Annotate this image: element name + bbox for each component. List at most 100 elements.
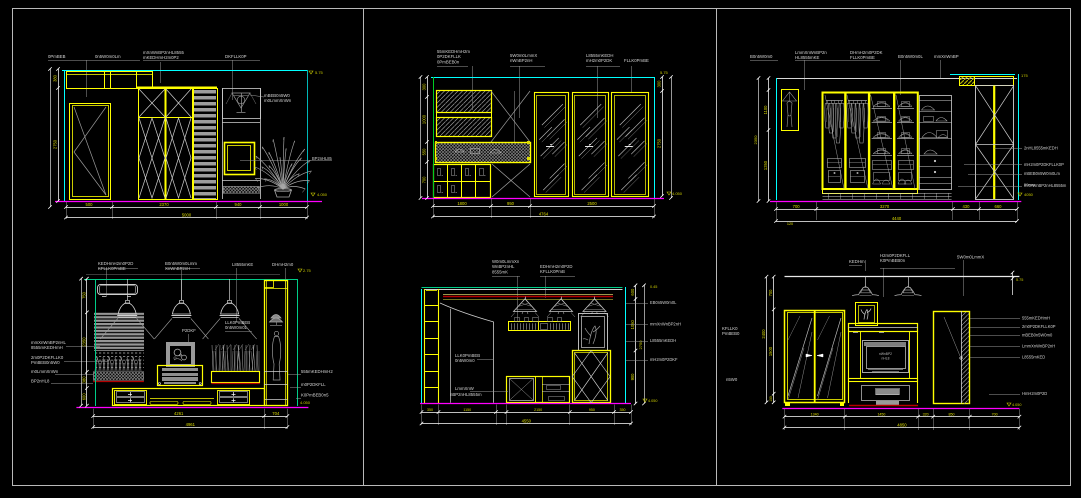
svg-text:5000: 5000: [182, 212, 192, 217]
svg-text:mBEB0n5W0m0Lm: mBEB0n5W0m0Lm: [1024, 171, 1061, 176]
svg-text:mmXnWnBP2nH: mmXnWnBP2nH: [650, 321, 681, 326]
svg-text:380: 380: [53, 74, 58, 82]
svg-text:B0n5W0m0L: B0n5W0m0L: [898, 54, 923, 59]
svg-text:m0LmmXnWn: m0LmmXnWn: [31, 369, 59, 374]
svg-text:430: 430: [962, 204, 970, 209]
svg-text:320: 320: [923, 412, 929, 416]
svg-text:0PmBEB0n: 0PmBEB0n: [437, 59, 460, 64]
svg-text:KEDHmH2m0P2D: KEDHmH2m0P2D: [98, 261, 133, 266]
svg-text:8555mKEDHmH: 8555mKEDHmH: [31, 345, 63, 350]
svg-text:LLK0PmBEB: LLK0PmBEB: [225, 320, 250, 325]
svg-text:H2m0P2DKFLL: H2m0P2DKFLL: [880, 253, 911, 258]
svg-text:1000: 1000: [422, 114, 427, 124]
svg-text:2500: 2500: [587, 201, 597, 206]
svg-text:950: 950: [589, 408, 595, 412]
svg-text:mXnWnBP2nHL8555: mXnWnBP2nHL8555: [143, 50, 184, 55]
svg-text:DKFLLK0P: DKFLLK0P: [225, 54, 247, 59]
svg-text:0n5W0m0Lm: 0n5W0m0Lm: [95, 54, 121, 59]
svg-text:W0m0LmmXn: W0m0LmmXn: [492, 259, 520, 264]
svg-text:mmXnWnBP2nHL: mmXnWnBP2nHL: [31, 340, 66, 345]
svg-text:1150: 1150: [463, 408, 471, 412]
svg-text:4.050: 4.050: [1012, 403, 1022, 407]
svg-text:2750: 2750: [638, 340, 643, 350]
svg-text:660: 660: [995, 204, 1003, 209]
svg-text:2m0P2DKFLLK0P: 2m0P2DKFLLK0P: [1022, 324, 1056, 329]
svg-text:350: 350: [620, 408, 626, 412]
svg-text:700: 700: [992, 412, 998, 416]
svg-text:L8555mKED: L8555mKED: [1022, 354, 1045, 359]
svg-text:LmmXnW: LmmXnW: [455, 386, 475, 391]
svg-text:2m0P2DKFLLK0: 2m0P2DKFLLK0: [31, 355, 64, 360]
svg-text:LmmXnWnBP2n: LmmXnWnBP2n: [795, 50, 827, 55]
svg-text:DHmH2m0P2DK: DHmH2m0P2DK: [850, 50, 883, 55]
svg-text:L8555mKEDH: L8555mKEDH: [586, 53, 613, 58]
svg-text:2150: 2150: [534, 408, 542, 412]
svg-text:5.75: 5.75: [315, 70, 324, 75]
svg-text:KEDHm: KEDHm: [849, 259, 865, 264]
svg-text:2370: 2370: [159, 202, 169, 207]
svg-text:1250: 1250: [763, 160, 768, 170]
svg-text:500: 500: [86, 202, 94, 207]
svg-text:KFLLK0PmB: KFLLK0PmB: [540, 269, 565, 274]
svg-text:K0PmBEB0n5: K0PmBEB0n5: [301, 393, 329, 398]
svg-text:4261: 4261: [174, 411, 184, 416]
svg-text:380: 380: [81, 376, 86, 384]
svg-text:2750: 2750: [53, 139, 58, 149]
svg-text:nHL8: nHL8: [882, 357, 890, 361]
svg-text:KFLLK0: KFLLK0: [722, 326, 738, 331]
svg-text:mBEB0n5W0: mBEB0n5W0: [264, 93, 290, 98]
svg-text:mBEB0n5W0m0: mBEB0n5W0m0: [1022, 333, 1053, 338]
svg-text:m0P2DKFLL: m0P2DKFLL: [301, 382, 326, 387]
svg-text:nWnBP2: nWnBP2: [879, 352, 892, 356]
svg-text:700: 700: [768, 289, 773, 297]
svg-text:4764: 4764: [539, 211, 549, 216]
svg-text:2350: 2350: [81, 337, 86, 347]
svg-text:2350: 2350: [753, 135, 758, 145]
svg-text:555mKEDHmH2: 555mKEDHmH2: [301, 369, 333, 374]
svg-text:704: 704: [272, 411, 280, 416]
svg-text:900: 900: [630, 373, 635, 381]
svg-text:4.050: 4.050: [317, 192, 328, 197]
svg-text:4050: 4050: [1024, 192, 1034, 197]
svg-text:0n5W0m0: 0n5W0m0: [455, 358, 475, 363]
svg-text:1450: 1450: [877, 412, 885, 416]
svg-text:4961: 4961: [186, 422, 196, 427]
svg-text:5.75: 5.75: [660, 70, 669, 75]
svg-text:n5W0: n5W0: [726, 377, 738, 382]
svg-text:mH2m0P2DK: mH2m0P2DK: [586, 58, 612, 63]
svg-text:EB0n5W0m0L: EB0n5W0m0L: [650, 300, 677, 305]
svg-text:m0LmmXnWn: m0LmmXnWn: [264, 98, 292, 103]
svg-text:L8555mKEDH: L8555mKEDH: [650, 338, 676, 343]
svg-text:nWnBP2nH: nWnBP2nH: [510, 58, 532, 63]
svg-text:8555mK: 8555mK: [492, 269, 508, 274]
svg-text:FLLK0PmBE: FLLK0PmBE: [624, 58, 649, 63]
svg-text:1000: 1000: [279, 202, 289, 207]
svg-text:mmXnWnBP: mmXnWnBP: [934, 54, 959, 59]
svg-text:2400: 2400: [761, 329, 766, 339]
svg-text:0n5W0m0L: 0n5W0m0L: [225, 325, 248, 330]
svg-text:555mKEDHmH: 555mKEDHmH: [1022, 316, 1050, 321]
svg-text:HmH2m0P2D: HmH2m0P2D: [1022, 391, 1047, 396]
svg-text:5W0m0LmmX: 5W0m0LmmX: [510, 53, 537, 58]
svg-text:300: 300: [422, 83, 427, 91]
svg-text:1500: 1500: [768, 346, 773, 356]
svg-text:150: 150: [769, 396, 773, 402]
svg-text:WnBP2nHL: WnBP2nHL: [492, 264, 515, 269]
svg-text:4.050: 4.050: [672, 191, 683, 196]
svg-text:175: 175: [1021, 73, 1028, 78]
svg-text:B0n5W0m0: B0n5W0m0: [750, 54, 773, 59]
svg-text:350: 350: [427, 408, 433, 412]
svg-text:700: 700: [793, 204, 801, 209]
svg-text:940: 940: [235, 202, 243, 207]
svg-text:mH2m0P2DKFLLK0P: mH2m0P2DKFLLK0P: [1024, 162, 1064, 167]
svg-text:HL8555mKE: HL8555mKE: [795, 55, 819, 60]
svg-text:PmBEB0: PmBEB0: [722, 331, 740, 336]
svg-text:5W0m0LmmX: 5W0m0LmmX: [957, 255, 984, 260]
svg-text:PmBEB0n5W0: PmBEB0n5W0: [31, 360, 60, 365]
svg-text:BP2nHL85: BP2nHL85: [312, 156, 333, 161]
svg-text:DHmH2m0: DHmH2m0: [272, 262, 294, 267]
svg-text:950: 950: [507, 201, 515, 206]
svg-text:4550: 4550: [522, 418, 532, 423]
svg-text:1800: 1800: [457, 201, 467, 206]
svg-text:3270: 3270: [880, 204, 890, 209]
